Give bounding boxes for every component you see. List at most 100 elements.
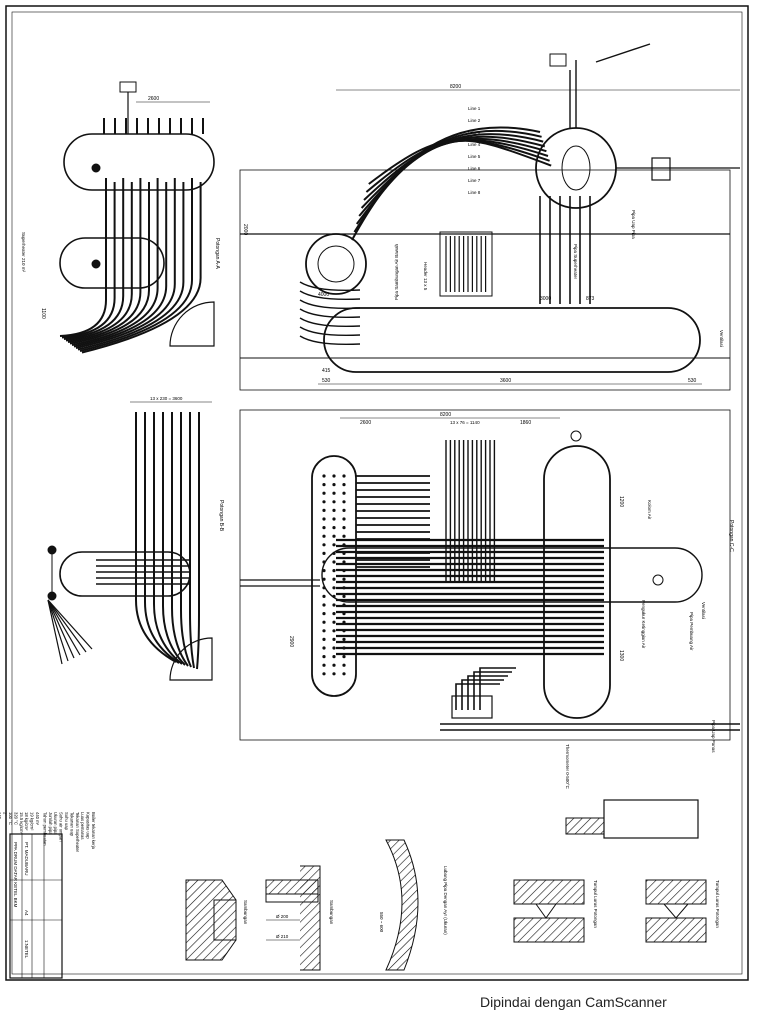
hole-dot (342, 526, 346, 530)
tube (69, 182, 150, 345)
detail-dia-200: Ø 200 (276, 914, 289, 919)
hole-dot (332, 543, 336, 547)
pipe-bundle (299, 126, 591, 346)
spec-value: 440 m² (35, 812, 40, 826)
spec-value: 15.5 kg/cm² (19, 812, 24, 834)
plan-frame (239, 169, 731, 391)
title-project: PPA DRUM DATAR KETEL BKM (13, 842, 18, 908)
left-header-circle (305, 233, 367, 295)
hole-dot (332, 500, 336, 504)
tube (171, 412, 189, 667)
hole-dot (322, 551, 326, 556)
hole-dot (322, 500, 326, 504)
link-pipe (299, 317, 361, 328)
line-label: Line 7 (468, 178, 481, 183)
outlet-pipe (461, 679, 504, 710)
dim-tube-pitch-top: 13 x 230 = 3600 (150, 396, 183, 401)
outlet-pipe (479, 667, 516, 710)
hole-dot (322, 577, 326, 581)
dim-530-right: 530 (688, 378, 697, 384)
title-scale: 1:NETEL (24, 940, 29, 959)
tube (71, 178, 159, 346)
hole-dot (322, 629, 326, 633)
hole-dot (332, 474, 336, 478)
dim-3000: 3000 (540, 296, 551, 302)
right-header-circle (535, 127, 617, 209)
hole-dot (332, 594, 336, 599)
title-sheet-size: A4 (24, 910, 29, 916)
tube (162, 412, 186, 666)
hole-dot (332, 526, 336, 530)
weld-detail-3 (385, 839, 419, 971)
tube (67, 178, 142, 343)
hole-dot (322, 603, 326, 607)
steam-pipe (355, 133, 544, 225)
detail-label-5: Tumpul Lurus Potongan (715, 880, 720, 928)
lower-drum-elev (321, 547, 703, 603)
label-pot-b: Potongan B-B (218, 500, 224, 532)
spec-label: Boiler tekanan kerja (91, 812, 96, 850)
dim-530-left: 530 (322, 378, 331, 384)
hole-dot (322, 483, 326, 487)
hole-dot (322, 517, 326, 521)
line-label: Line 1 (468, 106, 481, 111)
hole-dot (332, 672, 336, 676)
hole-dot (342, 474, 346, 478)
hole-dot (332, 637, 336, 642)
hole-dot (332, 560, 336, 564)
dim-873: 873 (586, 296, 595, 302)
hole-dot (342, 534, 346, 538)
dim-8200-bottom: 8200 (440, 412, 451, 418)
label-pipa-pembuang: Pipa Pembuang Air (689, 612, 694, 651)
hole-dot (342, 491, 346, 495)
inner-frame (11, 11, 743, 975)
tube (63, 178, 125, 340)
hole-dot (332, 508, 336, 512)
line-label: Line 6 (468, 166, 481, 171)
hole-dot (332, 577, 336, 581)
tube (135, 412, 177, 663)
label-pengukur-air: Pengukur Ketinggian Air (641, 600, 646, 649)
hole-dot (322, 594, 326, 599)
hole-dot (342, 508, 346, 512)
hole-dot (332, 655, 336, 659)
hole-dot (342, 569, 346, 573)
hole-dot (322, 586, 326, 590)
hole-dot (322, 526, 326, 530)
scanner-caption: Dipindai dengan CamScanner (480, 994, 667, 1010)
hole-dot (322, 672, 326, 676)
splay-tube (47, 599, 63, 665)
link-pipe (299, 281, 361, 292)
hole-dot (332, 646, 336, 650)
label-thermometer: Thermometer 0-500°C (565, 744, 570, 790)
splay-tube (47, 599, 69, 662)
hole-dot (342, 672, 346, 676)
tube (75, 178, 176, 349)
tube-hole-dots (322, 474, 346, 676)
tube (61, 182, 116, 339)
water-drum-aa (59, 237, 165, 289)
spec-value: 140 (0, 812, 2, 820)
section-aa-view (59, 81, 215, 289)
link-pipe (299, 335, 361, 346)
hole-dot (332, 517, 336, 521)
line-label: Line 8 (468, 190, 481, 195)
tube (196, 412, 200, 670)
hole-dot (322, 508, 326, 512)
hole-dot (332, 603, 336, 607)
hole-dot (342, 577, 346, 581)
label-pot-c: Potongan C-C (728, 520, 734, 552)
elevation-frame (239, 409, 731, 741)
steam-drum-aa (63, 133, 215, 191)
line-label: Line 2 (468, 118, 481, 123)
hole-dot (332, 629, 336, 633)
hole-dot (342, 603, 346, 607)
title-block (9, 833, 63, 979)
hole-dot (342, 663, 346, 667)
hole-dot (342, 637, 346, 642)
hole-dot (342, 620, 346, 624)
hole-dot (322, 560, 326, 564)
hole-dot (342, 586, 346, 590)
label-kolom-air: Kolom Air (647, 500, 652, 520)
